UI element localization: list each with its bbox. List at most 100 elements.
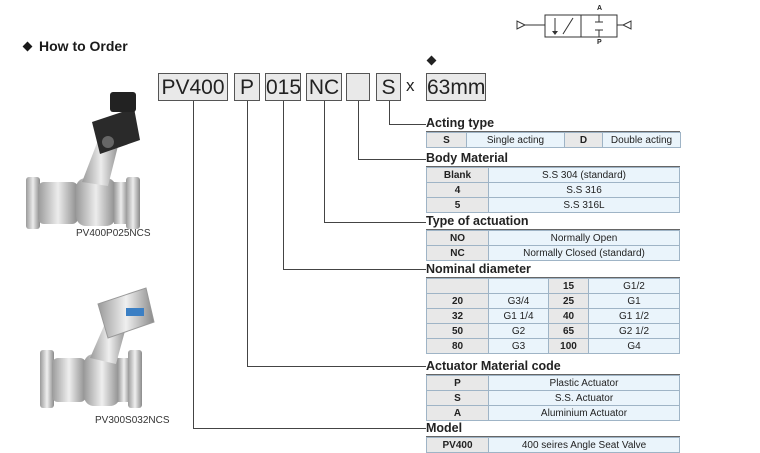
dn-thread: G2 [488, 323, 549, 339]
code-diameter: 015 [265, 73, 301, 101]
dn-code: 50 [426, 323, 489, 339]
product-label-1: PV400P025NCS [76, 228, 151, 239]
actuator-desc: Plastic Actuator [488, 375, 680, 391]
connector-actuation [324, 101, 325, 223]
dn-thread: G3 [488, 338, 549, 354]
code-body-material [346, 73, 370, 101]
actuator-code: P [426, 375, 489, 391]
table-acting-type: S Single acting D Double acting [426, 132, 681, 148]
page-title: How to Order [22, 38, 128, 54]
code-model: PV400 [158, 73, 228, 101]
port-a-label: A [597, 5, 603, 12]
body-code: 5 [426, 197, 489, 213]
dn-code: 32 [426, 308, 489, 324]
dn-thread: G2 1/2 [588, 323, 680, 339]
dn-code [426, 278, 489, 294]
actuator-desc: Aluminium Actuator [488, 405, 680, 421]
code-actuation: NC [306, 73, 342, 101]
body-desc: S.S 316L [488, 197, 680, 213]
diamond-bullet-icon [22, 41, 33, 52]
rule-body-material [426, 166, 680, 167]
actuation-code: NO [426, 230, 489, 246]
body-desc: S.S 316 [488, 182, 680, 198]
valve-photo-pv300 [40, 287, 155, 408]
dn-thread: G1/2 [588, 278, 680, 294]
dn-code: 15 [548, 278, 589, 294]
acting-desc-s: Single acting [466, 132, 565, 148]
section-body-material: Body Material [426, 151, 508, 165]
actuation-desc: Normally Closed (standard) [488, 245, 680, 261]
connector-body [358, 101, 359, 160]
connector-actuation-h [324, 222, 426, 223]
section-actuation: Type of actuation [426, 214, 529, 228]
connector-diameter [283, 101, 284, 270]
connector-model-h [193, 428, 426, 429]
model-code: PV400 [426, 437, 489, 453]
times-sign: x [406, 76, 415, 95]
body-desc: S.S 304 (standard) [488, 167, 680, 183]
actuator-code: S [426, 390, 489, 406]
dn-code: 80 [426, 338, 489, 354]
section-actuator-material: Actuator Material code [426, 359, 561, 373]
section-acting-type: Acting type [426, 116, 495, 130]
model-desc: 400 seires Angle Seat Valve [488, 437, 680, 453]
dn-code: 65 [548, 323, 589, 339]
heading-text: How to Order [39, 38, 128, 54]
valve-symbol-icon [516, 14, 632, 38]
actuation-desc: Normally Open [488, 230, 680, 246]
code-stroke: 63mm [426, 73, 486, 101]
rule-nominal-diameter [426, 277, 680, 278]
body-code: 4 [426, 182, 489, 198]
dn-code: 20 [426, 293, 489, 309]
code-actuator: P [234, 73, 260, 101]
acting-desc-d: Double acting [602, 132, 681, 148]
acting-code-d: D [564, 132, 603, 148]
dn-code: 40 [548, 308, 589, 324]
actuation-code: NC [426, 245, 489, 261]
dn-thread: G1 1/4 [488, 308, 549, 324]
dn-thread: G1 [588, 293, 680, 309]
connector-actuator [247, 101, 248, 367]
code-acting-type: S [376, 73, 401, 101]
body-code: Blank [426, 167, 489, 183]
connector-acting-h [389, 124, 426, 125]
rule-actuation [426, 229, 680, 230]
connector-actuator-h [247, 366, 426, 367]
acting-code-s: S [426, 132, 467, 148]
dn-code: 25 [548, 293, 589, 309]
dn-code: 100 [548, 338, 589, 354]
section-model: Model [426, 421, 463, 435]
port-p-label: P [597, 39, 602, 46]
product-label-2: PV300S032NCS [95, 415, 170, 426]
connector-body-h [358, 159, 426, 160]
table-row: S Single acting D Double acting [426, 132, 681, 148]
connector-model [193, 101, 194, 429]
section-nominal-diameter: Nominal diameter [426, 262, 531, 276]
actuator-desc: S.S. Actuator [488, 390, 680, 406]
actuator-code: A [426, 405, 489, 421]
dn-thread: G1 1/2 [588, 308, 680, 324]
dn-thread: G3/4 [488, 293, 549, 309]
valve-photo-pv400 [26, 92, 140, 229]
dn-thread [488, 278, 549, 294]
stroke-diamond-icon [426, 55, 437, 66]
rule-acting-type [426, 131, 680, 132]
